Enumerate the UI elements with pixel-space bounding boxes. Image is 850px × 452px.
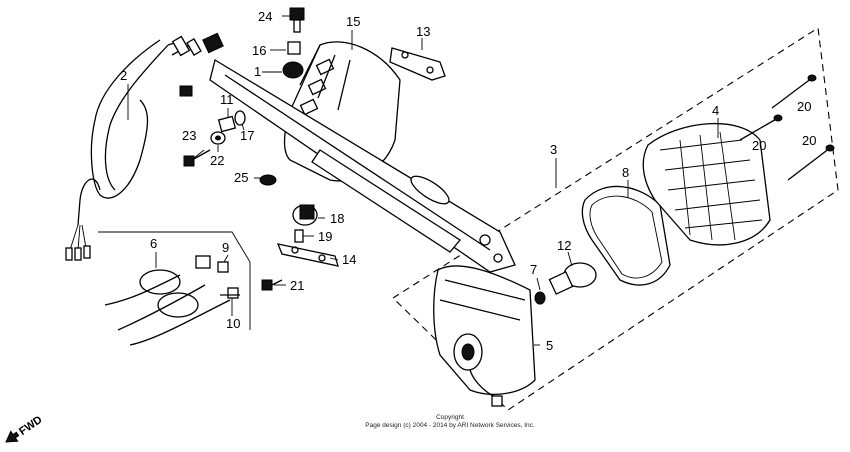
copyright-line-1: Copyright [436,414,464,421]
label-part-5[interactable]: 5 [546,338,553,353]
socket-9[interactable] [195,255,229,273]
small-bracket[interactable] [389,47,446,81]
label-part-7[interactable]: 7 [530,262,537,277]
label-part-17[interactable]: 17 [240,128,254,143]
lens-gasket[interactable] [581,185,671,286]
label-part-20-mid[interactable]: 20 [752,138,766,153]
spacer-19[interactable] [294,229,304,243]
screw-23[interactable] [261,279,283,291]
label-part-2[interactable]: 2 [120,68,127,83]
label-part-1[interactable]: 1 [254,64,261,79]
label-part-20-top[interactable]: 20 [797,99,811,114]
label-part-23[interactable]: 21 [290,278,304,293]
leader-lines [127,15,719,346]
label-part-3[interactable]: 3 [550,142,557,157]
label-part-13[interactable]: 13 [416,24,430,39]
grommet-25[interactable] [259,174,277,186]
bulb-12[interactable] [548,262,597,295]
label-part-9[interactable]: 9 [222,240,229,255]
fwd-label: FWD [17,414,44,438]
label-part-25[interactable]: 25 [234,170,248,185]
taillight-lens[interactable] [642,123,771,246]
label-part-22[interactable]: 23 [182,128,196,143]
mount-bolt[interactable] [289,7,305,33]
socket-gasket-6[interactable] [104,269,231,346]
frame-rail[interactable] [209,58,516,273]
label-part-19[interactable]: 19 [318,229,332,244]
harness-group-boundary [98,231,251,330]
rubber-grommet[interactable] [282,61,304,79]
collar[interactable] [287,41,301,55]
socket-10[interactable] [220,287,240,299]
label-part-14[interactable]: 14 [342,252,356,267]
label-part-4[interactable]: 4 [712,103,719,118]
copyright-notice: Copyright Page design (c) 2004 - 2014 by… [300,414,600,430]
label-part-11[interactable]: 11 [220,92,234,107]
nut[interactable] [217,115,237,133]
label-part-16[interactable]: 16 [252,43,266,58]
reflector-mount[interactable] [292,204,318,226]
lens-screw-mid[interactable] [739,114,783,141]
bolt-22[interactable] [183,149,211,167]
taillight-base[interactable] [433,265,536,407]
plate-14[interactable] [276,243,339,267]
fwd-arrow-icon [5,430,20,443]
label-part-6[interactable]: 6 [150,236,157,251]
label-part-12[interactable]: 12 [557,238,571,253]
washer-21[interactable] [210,131,226,145]
forward-indicator: FWD [5,414,45,443]
label-part-15[interactable]: 15 [346,14,360,29]
part-labels: 24 15 13 16 1 2 11 17 23 22 25 4 20 20 2… [120,9,816,353]
label-part-20-bottom[interactable]: 20 [802,133,816,148]
label-part-8[interactable]: 8 [622,165,629,180]
label-part-18[interactable]: 18 [330,211,344,226]
lens-screw-bottom[interactable] [787,144,835,181]
label-part-21[interactable]: 22 [210,153,224,168]
spring-7[interactable] [534,291,546,305]
wire-harness[interactable] [65,32,224,261]
label-part-24[interactable]: 24 [258,9,272,24]
label-part-10[interactable]: 10 [226,316,240,331]
copyright-line-2: Page design (c) 2004 - 2014 by ARI Netwo… [365,422,535,429]
washer-17[interactable] [234,110,246,126]
lens-screw-top[interactable] [771,74,817,109]
